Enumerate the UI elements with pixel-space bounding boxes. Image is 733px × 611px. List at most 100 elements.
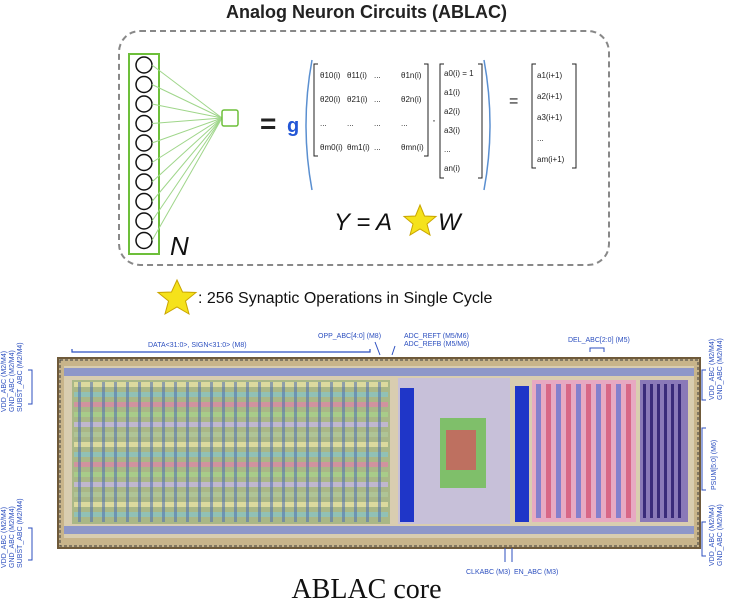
synapse-line — [151, 117, 223, 222]
matrix-cell: θ1n(i) — [401, 71, 422, 80]
logic-column — [626, 384, 631, 518]
neuron-node — [135, 153, 153, 172]
output-vector-cell: ... — [537, 134, 544, 143]
output-column — [664, 384, 667, 518]
array-column — [234, 382, 237, 522]
logic-column — [576, 384, 581, 518]
formula-panel — [118, 30, 610, 266]
right-mid-labels: PSUM[5:0] (M6) — [711, 440, 718, 490]
synapse-line — [151, 117, 223, 183]
matrix-cell: ... — [374, 95, 381, 104]
array-column — [270, 382, 273, 522]
logic-column — [566, 384, 571, 518]
input-vector-cell: a1(i) — [444, 88, 460, 97]
output-vector-cell: a3(i+1) — [537, 113, 562, 122]
svg-text:SUBST_ABC (M2/M4): SUBST_ABC (M2/M4) — [17, 498, 24, 568]
left-top-labels: VDD_ABC (M2/M4) GND_ABC (M2/M4) SUBST_AB… — [1, 342, 24, 412]
svg-text:GND_ABC (M2/M4): GND_ABC (M2/M4) — [9, 350, 16, 412]
neuron-group — [135, 56, 153, 250]
input-vector: a0(i) = 1a1(i)a2(i)a3(i)...an(i) — [444, 69, 474, 173]
input-vector-cell: a3(i) — [444, 126, 460, 135]
matrix-cell: ... — [374, 119, 381, 128]
neuron-column — [128, 53, 160, 255]
array-column — [342, 382, 345, 522]
chip-layout — [57, 357, 701, 549]
matrix-cell: θ11(i) — [347, 71, 367, 80]
right-brackets — [701, 369, 706, 557]
array-row — [74, 482, 388, 487]
svg-text:VDD_ABC (M2/M4): VDD_ABC (M2/M4) — [709, 339, 716, 400]
array-column — [318, 382, 321, 522]
logic-column — [596, 384, 601, 518]
del-bracket — [589, 347, 605, 352]
equation-star-icon — [402, 203, 438, 237]
input-vector-cell: a0(i) = 1 — [444, 69, 474, 78]
array-column — [78, 382, 81, 522]
opp-arrow — [374, 341, 381, 356]
adc-arrow — [391, 345, 396, 356]
output-neuron — [221, 109, 239, 127]
g-function-label: g — [287, 115, 299, 137]
synapse-line — [151, 103, 223, 119]
matrix-cell: ... — [347, 119, 354, 128]
weight-matrix: θ10(i)θ11(i)...θ1n(i)θ20(i)θ21(i)...θ2n(… — [320, 71, 424, 152]
array-column — [378, 382, 381, 522]
svg-text:GND_ABC (M2/M4): GND_ABC (M2/M4) — [9, 506, 16, 568]
array-row — [74, 392, 388, 397]
matrix-cell: θ2n(i) — [401, 95, 422, 104]
array-row — [74, 382, 388, 387]
synapse-line — [151, 84, 223, 119]
array-column — [282, 382, 285, 522]
matrix-right-bracket — [424, 63, 429, 157]
output-columns — [643, 384, 681, 518]
output-column — [643, 384, 646, 518]
matrix-cell: ... — [401, 119, 408, 128]
output-left-bracket — [531, 63, 536, 169]
array-row — [74, 472, 388, 477]
adc-red-core — [446, 430, 476, 470]
input-vector-cell: an(i) — [444, 164, 460, 173]
matrix-cell: θm0(i) — [320, 143, 343, 152]
right-bottom-labels: VDD_ABC (M2/M4) GND_ABC (M2/M4) — [709, 504, 724, 566]
svg-text:VDD_ABC (M2/M4): VDD_ABC (M2/M4) — [709, 505, 716, 566]
output-column — [678, 384, 681, 518]
svg-text:GND_ABC (M2/M4): GND_ABC (M2/M4) — [717, 338, 724, 400]
array-row — [74, 462, 388, 467]
left-paren — [305, 59, 313, 191]
legend-star-icon — [156, 278, 198, 316]
del-label: DEL_ABC[2:0] (M5) — [568, 337, 630, 344]
output-vector-cell: am(i+1) — [537, 155, 565, 164]
neuron-node — [135, 114, 153, 133]
dot-operator: · — [432, 113, 436, 127]
logic-column — [546, 384, 551, 518]
array-column — [246, 382, 249, 522]
output-column — [657, 384, 660, 518]
svg-text:PSUM[5:0] (M6): PSUM[5:0] (M6) — [711, 440, 718, 490]
matrix-cell: ... — [374, 143, 381, 152]
array-column — [198, 382, 201, 522]
neuron-node — [135, 173, 153, 191]
array-column — [186, 382, 189, 522]
array-column — [174, 382, 177, 522]
bottom-power-rail — [64, 526, 694, 534]
output-vector-cell: a1(i+1) — [537, 71, 562, 80]
matrix-cell: θmn(i) — [401, 143, 424, 152]
equals-sign-2: = — [509, 93, 518, 110]
right-top-labels: VDD_ABC (M2/M4) GND_ABC (M2/M4) — [709, 338, 724, 400]
enabc-label: EN_ABC (M3) — [514, 569, 558, 576]
matrix-cell: θ21(i) — [347, 95, 368, 104]
array-column — [210, 382, 213, 522]
output-column — [650, 384, 653, 518]
svg-text:GND_ABC (M2/M4): GND_ABC (M2/M4) — [717, 504, 724, 566]
array-row — [74, 422, 388, 427]
array-column — [138, 382, 141, 522]
equation-left: Y = A — [334, 209, 392, 236]
array-row — [74, 492, 388, 497]
adc-blue-strip-1 — [400, 388, 414, 522]
data-bus-label: DATA<31:0>, SIGN<31:0> (M8) — [148, 342, 247, 349]
array-row — [74, 512, 388, 517]
output-vector: a1(i+1)a2(i+1)a3(i+1)...am(i+1) — [537, 71, 565, 164]
svg-text:VDD_ABC (M2/M4): VDD_ABC (M2/M4) — [1, 351, 8, 412]
equals-sign: = — [260, 108, 276, 139]
